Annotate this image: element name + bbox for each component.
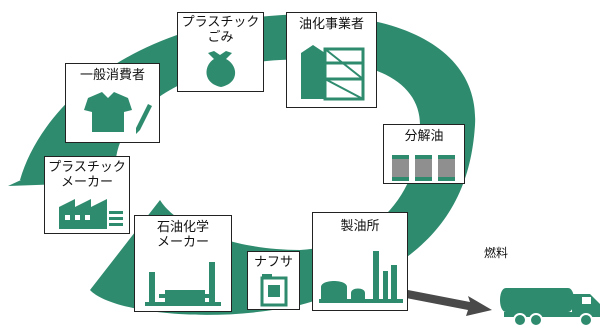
- oil-can-icon: [260, 274, 288, 307]
- node-plastic-waste: プラスチック ごみ: [177, 12, 264, 92]
- node-oil-conversion-company: 油化事業者: [286, 12, 377, 108]
- fuel-label: 燃料: [484, 246, 509, 260]
- plastic-maker-label-2: メーカー: [60, 175, 113, 190]
- general-consumer-label: 一般消費者: [79, 68, 145, 83]
- plastic-waste-label-2: ごみ: [207, 30, 234, 45]
- refinery-icon: [319, 251, 403, 303]
- shirt-and-pen-icon: [84, 92, 152, 134]
- chemical-plant-icon: [145, 262, 221, 306]
- cracked-oil-label: 分解油: [404, 129, 444, 144]
- node-petrochemical-maker: 石油化学 メーカー: [134, 215, 232, 312]
- node-general-consumer: 一般消費者: [65, 63, 160, 143]
- petrochemical-maker-label-2: メーカー: [156, 235, 209, 250]
- node-plastic-maker: プラスチック メーカー: [44, 156, 130, 234]
- factory-building-icon: [301, 45, 365, 101]
- oil-drums-icon: [392, 155, 455, 181]
- node-naphtha: ナフサ: [247, 251, 300, 310]
- factory-icon: [59, 199, 123, 229]
- node-cracked-oil: 分解油: [383, 124, 465, 184]
- tanker-truck-icon: [500, 288, 600, 327]
- node-refinery: 製油所: [312, 212, 408, 311]
- petrochemical-maker-label-1: 石油化学: [156, 220, 209, 235]
- plastic-maker-label-1: プラスチック: [48, 160, 126, 175]
- plastic-waste-label-1: プラスチック: [181, 15, 260, 30]
- naphtha-label: ナフサ: [253, 255, 293, 270]
- refinery-label: 製油所: [340, 219, 380, 234]
- fuel-arrow: [406, 290, 492, 316]
- garbage-bag-icon: [206, 51, 236, 87]
- oil-conversion-company-label: 油化事業者: [298, 17, 364, 32]
